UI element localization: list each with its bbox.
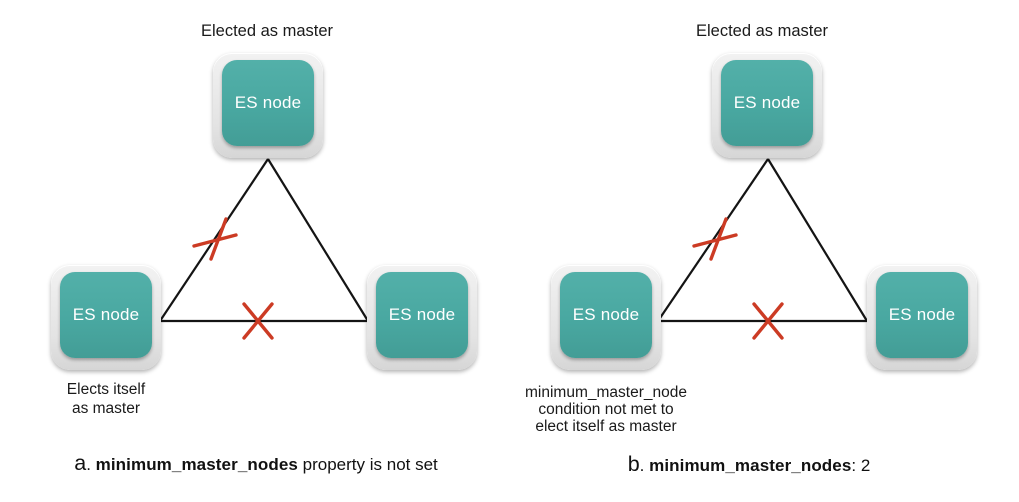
diagram-panel-a: Elected as master ES node ES node ES nod… <box>1 22 511 476</box>
es-node-box: ES node <box>876 272 968 358</box>
bottom-left-node-note: minimum_master_node condition not met to… <box>525 384 687 435</box>
broken-link-cross-icon <box>752 302 784 340</box>
es-node-label: ES node <box>572 305 640 324</box>
diagram-panel-b: Elected as master ES node ES node ES nod… <box>509 0 1019 502</box>
bottom-left-node-note: Elects itself as master <box>66 381 146 417</box>
es-node-bottom-left: ES node <box>51 265 161 370</box>
diagram-caption-a: a. minimum_master_nodes property is not … <box>1 451 511 476</box>
edge-top-to-bottom-right <box>267 158 369 322</box>
caption-letter: a <box>74 451 87 475</box>
es-node-box: ES node <box>721 60 813 146</box>
caption-property-name: minimum_master_nodes <box>649 456 852 475</box>
broken-link-cross-icon <box>242 302 274 340</box>
elected-as-master-label: Elected as master <box>200 22 334 40</box>
es-node-label: ES node <box>388 305 456 324</box>
es-node-bottom-right: ES node <box>867 265 977 370</box>
edge-top-to-bottom-right <box>767 158 868 322</box>
broken-link-cross-icon <box>192 217 238 261</box>
es-node-bottom-right: ES node <box>367 265 477 370</box>
caption-letter: b <box>627 452 640 476</box>
elected-as-master-label: Elected as master <box>695 22 829 40</box>
es-node-label: ES node <box>72 305 140 324</box>
caption-suffix: property is not set <box>297 455 438 474</box>
edge-top-to-bottom-left <box>657 158 769 322</box>
es-node-box: ES node <box>222 60 314 146</box>
es-node-bottom-left: ES node <box>551 265 661 370</box>
caption-property-name: minimum_master_nodes <box>95 455 298 474</box>
caption-separator: . <box>86 455 96 474</box>
edge-top-to-bottom-left <box>159 158 269 322</box>
caption-suffix: : 2 <box>851 456 871 475</box>
es-node-label: ES node <box>733 93 801 112</box>
es-node-box: ES node <box>376 272 468 358</box>
diagram-caption-b: b. minimum_master_nodes: 2 <box>494 452 1004 477</box>
es-node-box: ES node <box>560 272 652 358</box>
es-node-top: ES node <box>213 53 323 158</box>
es-node-box: ES node <box>60 272 152 358</box>
broken-link-cross-icon <box>692 217 738 261</box>
es-node-label: ES node <box>888 305 956 324</box>
caption-separator: . <box>639 456 650 475</box>
es-node-top: ES node <box>712 53 822 158</box>
es-node-label: ES node <box>234 93 302 112</box>
